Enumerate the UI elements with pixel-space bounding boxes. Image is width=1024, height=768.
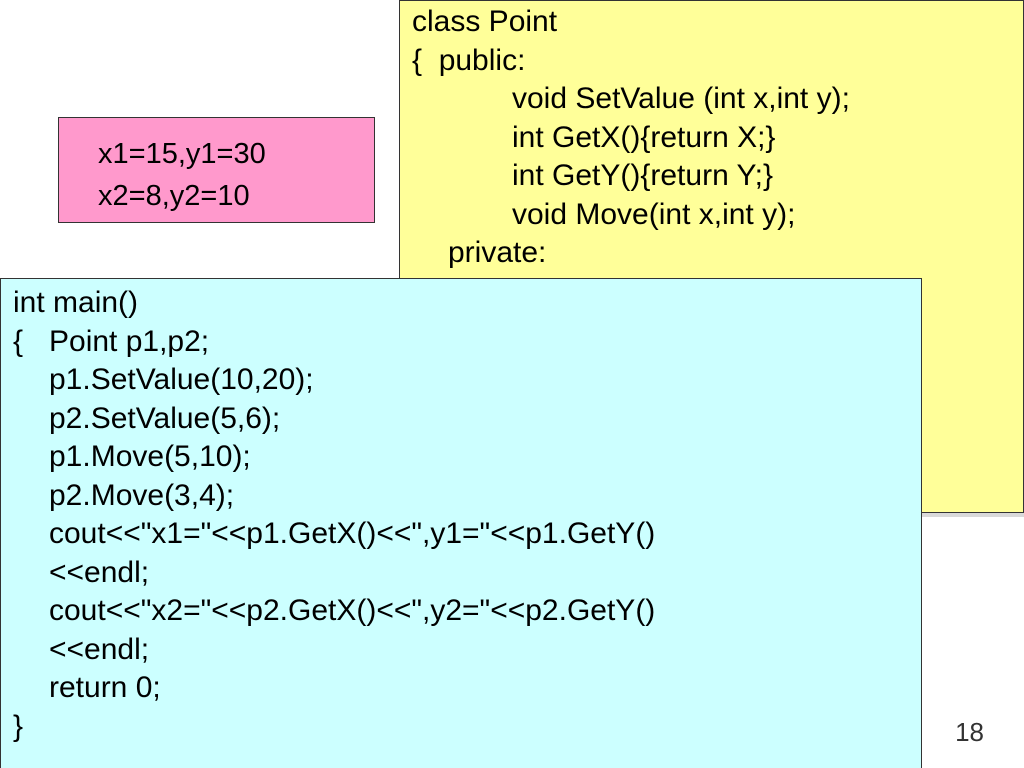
code-line: int main() [13, 286, 139, 319]
code-line: class Point [412, 5, 558, 38]
code-line: p2.SetValue(5,6); [49, 401, 281, 435]
code-line: private: [448, 236, 547, 269]
code-line: cout<<"x1="<<p1.GetX()<<",y1="<<p1.GetY(… [49, 517, 656, 550]
code-line: int GetY(){return Y;} [512, 159, 773, 192]
code-line: Point p1,p2; [49, 324, 210, 358]
code-line: <<endl; [49, 632, 150, 666]
main-function-box: int main() { Point p1,p2; p1.SetValue(10… [0, 278, 922, 768]
code-line: void Move(int x,int y); [512, 197, 796, 231]
code-line: p2.Move(3,4); [49, 478, 235, 512]
code-line: p1.SetValue(10,20); [49, 363, 314, 396]
code-line: p1.Move(5,10); [49, 440, 251, 473]
output-line: x1=15,y1=30 [98, 138, 266, 170]
code-line: return 0; [49, 671, 161, 704]
program-output-box: x1=15,y1=30 x2=8,y2=10 [58, 117, 375, 223]
output-line: x2=8,y2=10 [98, 180, 250, 212]
code-line: void SetValue (int x,int y); [512, 82, 850, 115]
code-line: } [13, 709, 24, 743]
code-line: cout<<"x2="<<p2.GetX()<<",y2="<<p2.GetY(… [49, 594, 656, 627]
code-line: <<endl; [49, 555, 150, 589]
page-number: 18 [955, 717, 984, 747]
code-line: int GetX(){return X;} [512, 120, 776, 154]
code-line: { public: [412, 43, 526, 77]
